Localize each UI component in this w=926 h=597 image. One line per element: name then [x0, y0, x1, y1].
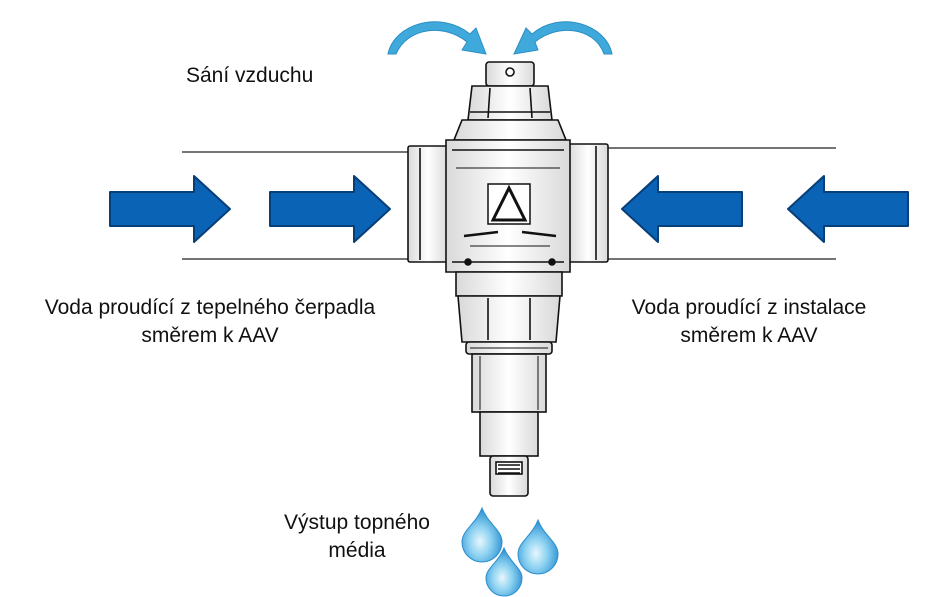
pipe-left: [182, 151, 410, 260]
flow-arrows-left: [109, 175, 391, 243]
left-inflow-label: Voda proudící z tepelného čerpadla směre…: [10, 294, 410, 350]
curved-arrow-icon: [513, 21, 613, 55]
outlet-line1: Výstup topného: [284, 511, 430, 534]
right-inflow-label: Voda proudící z instalace směrem k AAV: [582, 294, 916, 350]
pipe-right: [606, 147, 836, 260]
air-intake-arrows: [387, 21, 613, 55]
left-arrow-icon: [787, 175, 909, 243]
left-arrow-icon: [621, 175, 743, 243]
right-arrow-icon: [109, 175, 231, 243]
left-inflow-line2: směrem k AAV: [141, 324, 279, 347]
curved-arrow-icon: [387, 21, 487, 55]
right-inflow-line1: Voda proudící z instalace: [631, 296, 867, 319]
brand-logo-icon: [487, 183, 531, 225]
right-inflow-line2: směrem k AAV: [680, 324, 818, 347]
outlet-label: Výstup topného média: [262, 509, 452, 565]
valve-icon: [407, 61, 609, 497]
water-drops: [461, 506, 559, 597]
outlet-line2: média: [328, 539, 386, 562]
water-drop-icon: [517, 518, 559, 575]
water-drop-icon: [461, 506, 503, 563]
water-drop-icon: [485, 546, 523, 597]
right-arrow-icon: [269, 175, 391, 243]
air-intake-label: Sání vzduchu: [186, 64, 314, 87]
left-inflow-line1: Voda proudící z tepelného čerpadla: [44, 296, 376, 319]
flow-arrows-right: [621, 175, 909, 243]
